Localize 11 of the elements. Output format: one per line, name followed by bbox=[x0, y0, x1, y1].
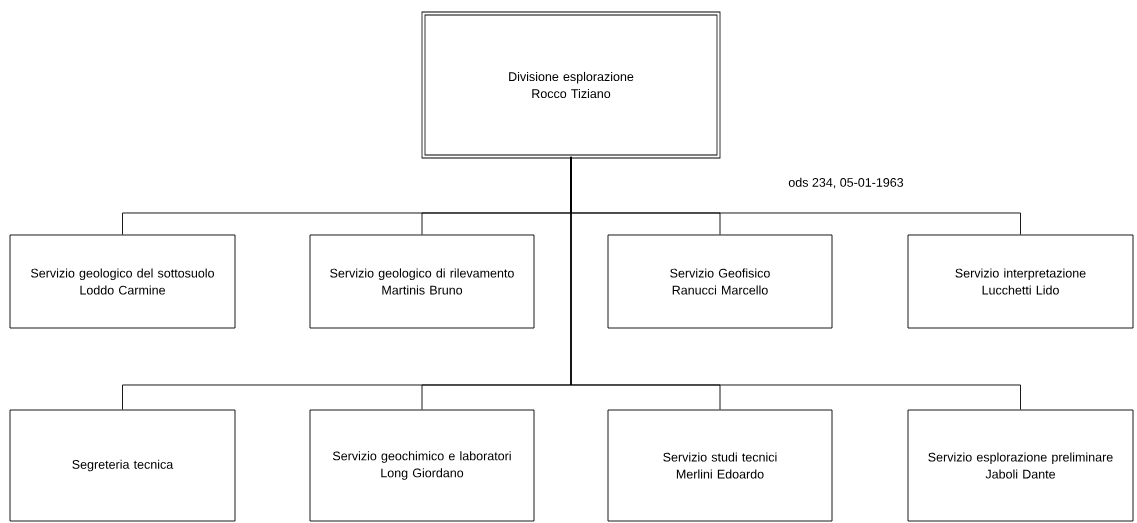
division-box: Divisione esplorazione Rocco Tiziano bbox=[421, 11, 721, 159]
service-box: Segreteria tecnica bbox=[9, 409, 236, 522]
service-box: Servizio interpretazione Lucchetti Lido bbox=[907, 234, 1134, 329]
service-box: Servizio geologico di rilevamento Martinis Bruno bbox=[309, 234, 535, 329]
connector-line bbox=[570, 156, 1021, 410]
service-box: Servizio geologico del sottosuolo Loddo Carmine bbox=[9, 234, 236, 329]
service-box: Servizio studi tecnici Merlini Edoardo bbox=[607, 409, 833, 522]
service-box: Servizio esplorazione preliminare Jaboli Dante bbox=[907, 409, 1134, 522]
note-text: ods 234, 05-01-1963 bbox=[788, 177, 904, 189]
service-box: Servizio geochimico e laboratori Long Giordano bbox=[309, 409, 535, 522]
service-box: Servizio Geofisico Ranucci Marcello bbox=[607, 234, 833, 329]
